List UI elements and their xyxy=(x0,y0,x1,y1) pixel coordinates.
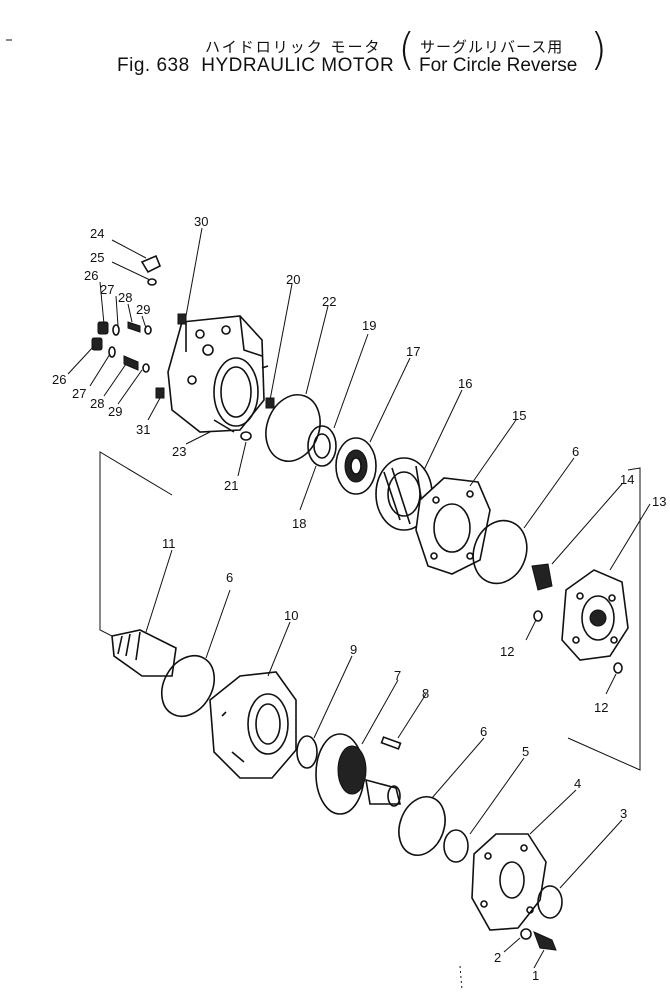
title-japanese-note: サーグルリバース用 xyxy=(420,38,564,56)
callout-29-lower: 29 xyxy=(108,404,122,419)
title-english-note: For Circle Reverse xyxy=(419,55,578,76)
part-seal-19 xyxy=(307,425,337,467)
part-o-ring-6-left xyxy=(160,655,216,717)
callout-31: 31 xyxy=(136,422,150,437)
callout-1: 1 xyxy=(532,968,539,983)
part-o-ring-small xyxy=(147,278,157,286)
part-ring-9 xyxy=(296,735,318,769)
callout-20: 20 xyxy=(286,272,300,287)
callout-12-left: 12 xyxy=(500,644,514,659)
callout-8: 8 xyxy=(422,686,429,701)
group-bracket-left xyxy=(99,451,173,651)
callout-25: 25 xyxy=(90,250,104,265)
callout-26-lower: 26 xyxy=(52,372,66,387)
callout-15: 15 xyxy=(512,408,526,423)
callout-27-upper: 27 xyxy=(100,282,114,297)
part-o-ring-6-upper xyxy=(472,519,528,585)
callout-16: 16 xyxy=(458,376,472,391)
title-japanese: ハイドロリック モータ xyxy=(205,38,382,56)
bottom-mark xyxy=(459,965,463,991)
callout-27-lower: 27 xyxy=(72,386,86,401)
part-cover-4 xyxy=(471,833,547,931)
part-plate-15 xyxy=(415,477,491,575)
group-bracket-right xyxy=(567,467,641,771)
part-fittings-lower xyxy=(91,337,150,373)
part-o-ring-21 xyxy=(240,431,252,441)
part-coupling-14 xyxy=(531,563,553,591)
part-plug xyxy=(140,254,162,274)
callout-10: 10 xyxy=(284,608,298,623)
part-rotor-7 xyxy=(315,733,402,815)
callout-23: 23 xyxy=(172,444,186,459)
callout-18: 18 xyxy=(292,516,306,531)
part-shaft-11 xyxy=(111,629,177,677)
part-bolt-30 xyxy=(177,313,187,325)
part-fittings-upper xyxy=(97,321,152,336)
part-bearing-17 xyxy=(335,437,377,495)
callout-6-lower: 6 xyxy=(480,724,487,739)
title-english-text: HYDRAULIC MOTOR xyxy=(201,55,395,76)
part-casing-10 xyxy=(209,671,297,779)
callout-28-lower: 28 xyxy=(90,396,104,411)
callout-30: 30 xyxy=(194,214,208,229)
callout-24: 24 xyxy=(90,226,104,241)
callout-19: 19 xyxy=(362,318,376,333)
callout-12-right: 12 xyxy=(594,700,608,715)
title-english: Fig. 638 HYDRAULIC MOTOR xyxy=(117,55,394,77)
part-key-8 xyxy=(380,736,402,750)
callout-17: 17 xyxy=(406,344,420,359)
title-block: ハイドロリック モータ ( サーグルリバース用 ) Fig. 638 HYDRA… xyxy=(0,0,670,90)
part-o-ring-6-lower xyxy=(398,796,446,856)
leader-lines xyxy=(67,227,651,969)
callout-11: 11 xyxy=(162,536,176,551)
part-seal-5 xyxy=(443,829,469,863)
part-housing xyxy=(167,315,269,433)
callout-14: 14 xyxy=(620,472,634,487)
callout-21: 21 xyxy=(224,478,238,493)
callout-5: 5 xyxy=(522,744,529,759)
fig-label: Fig. 638 xyxy=(117,55,190,76)
part-bolt-31 xyxy=(155,387,165,399)
callout-2: 2 xyxy=(494,950,501,965)
callout-26-upper: 26 xyxy=(84,268,98,283)
callout-9: 9 xyxy=(350,642,357,657)
part-o-ring-12a xyxy=(533,610,543,622)
callout-6-left: 6 xyxy=(226,570,233,585)
part-bolt-1 xyxy=(533,931,557,951)
callout-22: 22 xyxy=(322,294,336,309)
part-o-ring-12b xyxy=(613,662,623,674)
left-paren: ( xyxy=(398,24,416,75)
part-seal-3 xyxy=(537,885,563,919)
callout-29-upper: 29 xyxy=(136,302,150,317)
callout-7: 7 xyxy=(394,668,401,683)
right-paren: ) xyxy=(590,24,608,75)
callout-6-upper: 6 xyxy=(572,444,579,459)
callout-4: 4 xyxy=(574,776,581,791)
part-end-plate-13 xyxy=(561,569,629,661)
part-washer-2 xyxy=(520,928,532,940)
callout-3: 3 xyxy=(620,806,627,821)
callout-28-upper: 28 xyxy=(118,290,132,305)
callout-13: 13 xyxy=(652,494,666,509)
